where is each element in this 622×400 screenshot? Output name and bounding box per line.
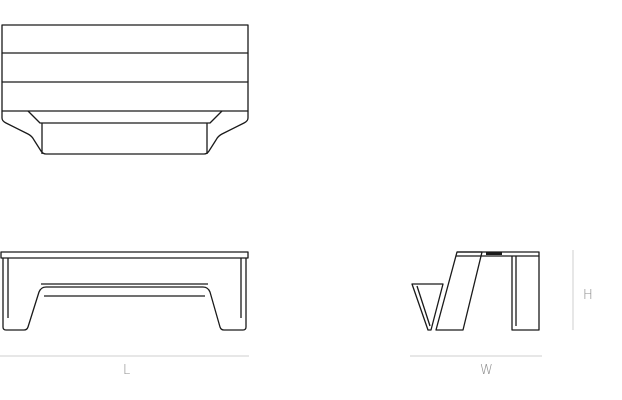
side-view-slanted-leg [435,251,483,331]
front-view-frame [2,258,247,331]
length-label: L [123,363,131,378]
side-view-top-accent [486,252,502,255]
side-view-seat [411,283,444,331]
width-label: W [480,363,494,378]
top-view-seat-plank [1,81,249,112]
top-view [1,24,249,155]
dimension-lines [0,250,574,357]
side-view-seat-inner [416,285,431,327]
top-view-tabletop-plank [1,24,249,54]
side-view [411,251,540,331]
front-view [0,251,249,331]
top-view-frame [1,111,249,155]
top-view-inner-block [27,110,223,124]
front-view-tabletop [0,251,249,259]
height-label: H [583,288,594,303]
side-view-vertical-leg [511,256,540,331]
